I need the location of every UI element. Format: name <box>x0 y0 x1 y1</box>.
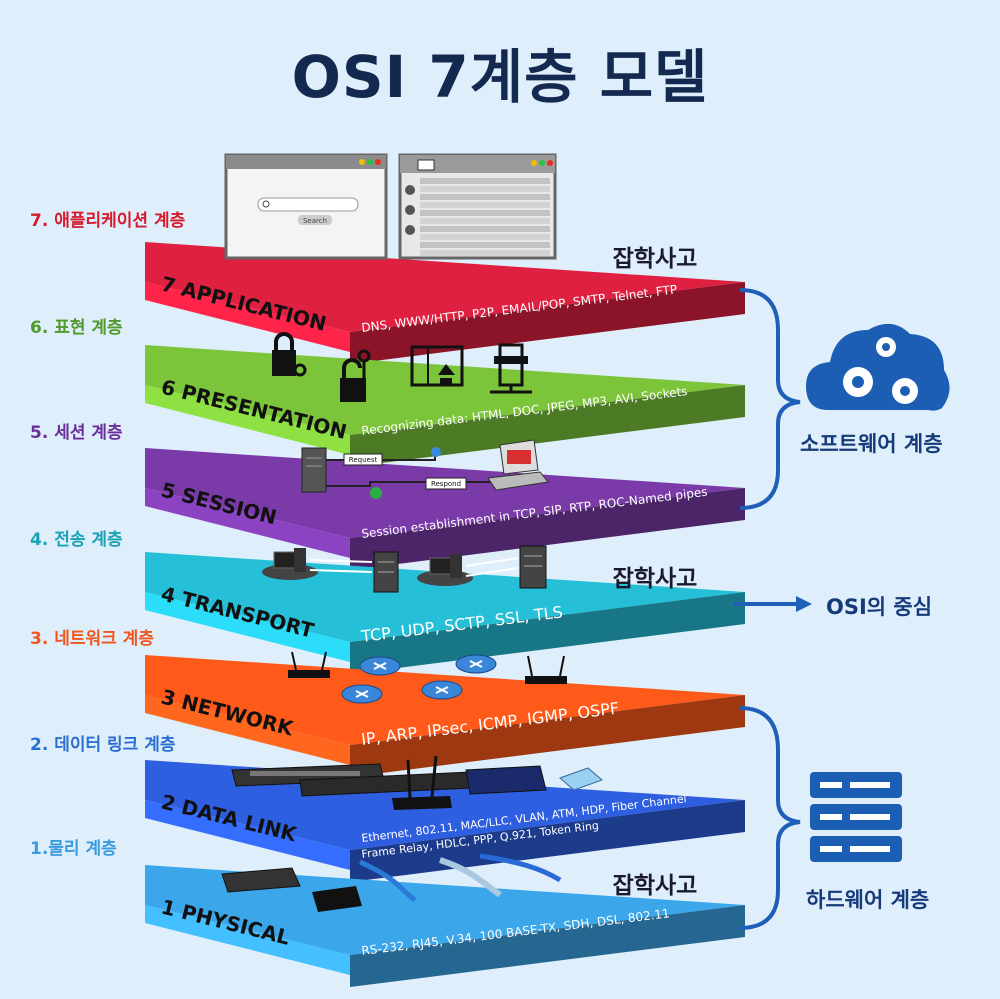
wifi-router-icon <box>288 651 330 678</box>
mail-row <box>420 226 550 232</box>
mail-row <box>420 202 550 208</box>
slab-left-face <box>145 385 350 455</box>
request-tag: Request <box>349 456 378 464</box>
mail-row <box>420 250 550 256</box>
compress-file-icon <box>490 343 532 394</box>
watermark-logo: 잡학사고 <box>613 246 698 272</box>
slab-left-face <box>145 592 350 662</box>
unlock-icon <box>340 349 371 402</box>
watermark-logo-3: 잡학사고 <box>613 873 698 899</box>
slab-left-face <box>145 800 350 870</box>
layer-1-korean-label: 1.물리 계층 <box>30 839 117 859</box>
layer-3-korean-label: 3. 네트워크 계층 <box>30 629 154 649</box>
mail-row <box>420 234 550 240</box>
lock-icon <box>272 332 307 377</box>
hardware-layer-label: 하드웨어 계층 <box>806 888 930 912</box>
hardware-bracket <box>739 706 801 930</box>
network-switch-icon <box>465 765 547 795</box>
hub-icon <box>559 767 603 791</box>
slab-right-face <box>350 592 745 674</box>
fiber-cable-icon <box>358 859 417 903</box>
slab-right-face <box>350 695 745 777</box>
serial-cable-icon <box>439 857 502 898</box>
network-routers <box>341 654 497 704</box>
server-stack-icon <box>810 772 902 862</box>
mail-row <box>420 194 550 200</box>
check-icon <box>370 487 382 499</box>
slab-top <box>145 865 745 955</box>
media-file-icon <box>410 345 464 387</box>
transport-server-icon <box>373 551 399 593</box>
arrow-head-icon <box>796 596 812 612</box>
slab-left-face <box>145 905 350 975</box>
router-icon <box>392 755 452 810</box>
ethernet-switch-icon <box>221 867 301 893</box>
slab-left-face <box>145 282 350 352</box>
slab-right-face <box>350 385 745 467</box>
transport-pc-icon <box>262 548 318 580</box>
transport-arrows <box>309 557 519 577</box>
transport-server-icon-2 <box>519 545 547 589</box>
router-arrow <box>469 660 483 668</box>
transport-pc-icon-2 <box>417 554 473 586</box>
page-title: OSI 7계층 모델 <box>291 43 709 111</box>
osi-center-label: OSI의 중심 <box>826 595 933 619</box>
email-window-icon <box>398 153 557 260</box>
software-layer-label: 소프트웨어 계층 <box>800 432 943 456</box>
mail-row <box>420 210 550 216</box>
watermark-logo-2: 잡학사고 <box>613 566 698 592</box>
layer-2-korean-label: 2. 데이터 링크 계층 <box>30 735 176 755</box>
layer-7-korean-label: 7. 애플리케이션 계층 <box>30 211 186 231</box>
rj45-cable-icon <box>479 853 562 883</box>
slab-left-face <box>145 488 350 558</box>
search-button: Search <box>303 217 327 225</box>
info-dot-icon <box>431 447 441 457</box>
slab-right-face <box>350 282 745 364</box>
router-arrow <box>373 662 387 670</box>
slab-left-face <box>145 695 350 765</box>
wifi-router-icon-2 <box>525 655 567 684</box>
gears-cloud-icon <box>806 323 950 411</box>
slab-top <box>145 242 745 332</box>
mail-row <box>420 242 550 248</box>
media-converter-icon <box>312 886 362 912</box>
server-icon <box>301 447 327 493</box>
software-bracket <box>739 288 801 510</box>
router-arrow <box>355 690 369 698</box>
respond-tag: Respond <box>431 480 461 488</box>
layer-5-korean-label: 5. 세션 계층 <box>30 423 123 443</box>
mail-row <box>420 186 550 192</box>
mail-row <box>420 178 550 184</box>
slab-right-face <box>350 488 745 570</box>
laptop-icon <box>487 439 549 491</box>
layer-4-korean-label: 4. 전송 계층 <box>30 530 123 550</box>
slab-right-face <box>350 905 745 987</box>
router-arrow <box>435 686 449 694</box>
browser-window-icon: Search <box>224 153 388 260</box>
layer-6-korean-label: 6. 표현 계층 <box>30 318 123 338</box>
mail-row <box>420 218 550 224</box>
slab-top <box>145 448 745 538</box>
